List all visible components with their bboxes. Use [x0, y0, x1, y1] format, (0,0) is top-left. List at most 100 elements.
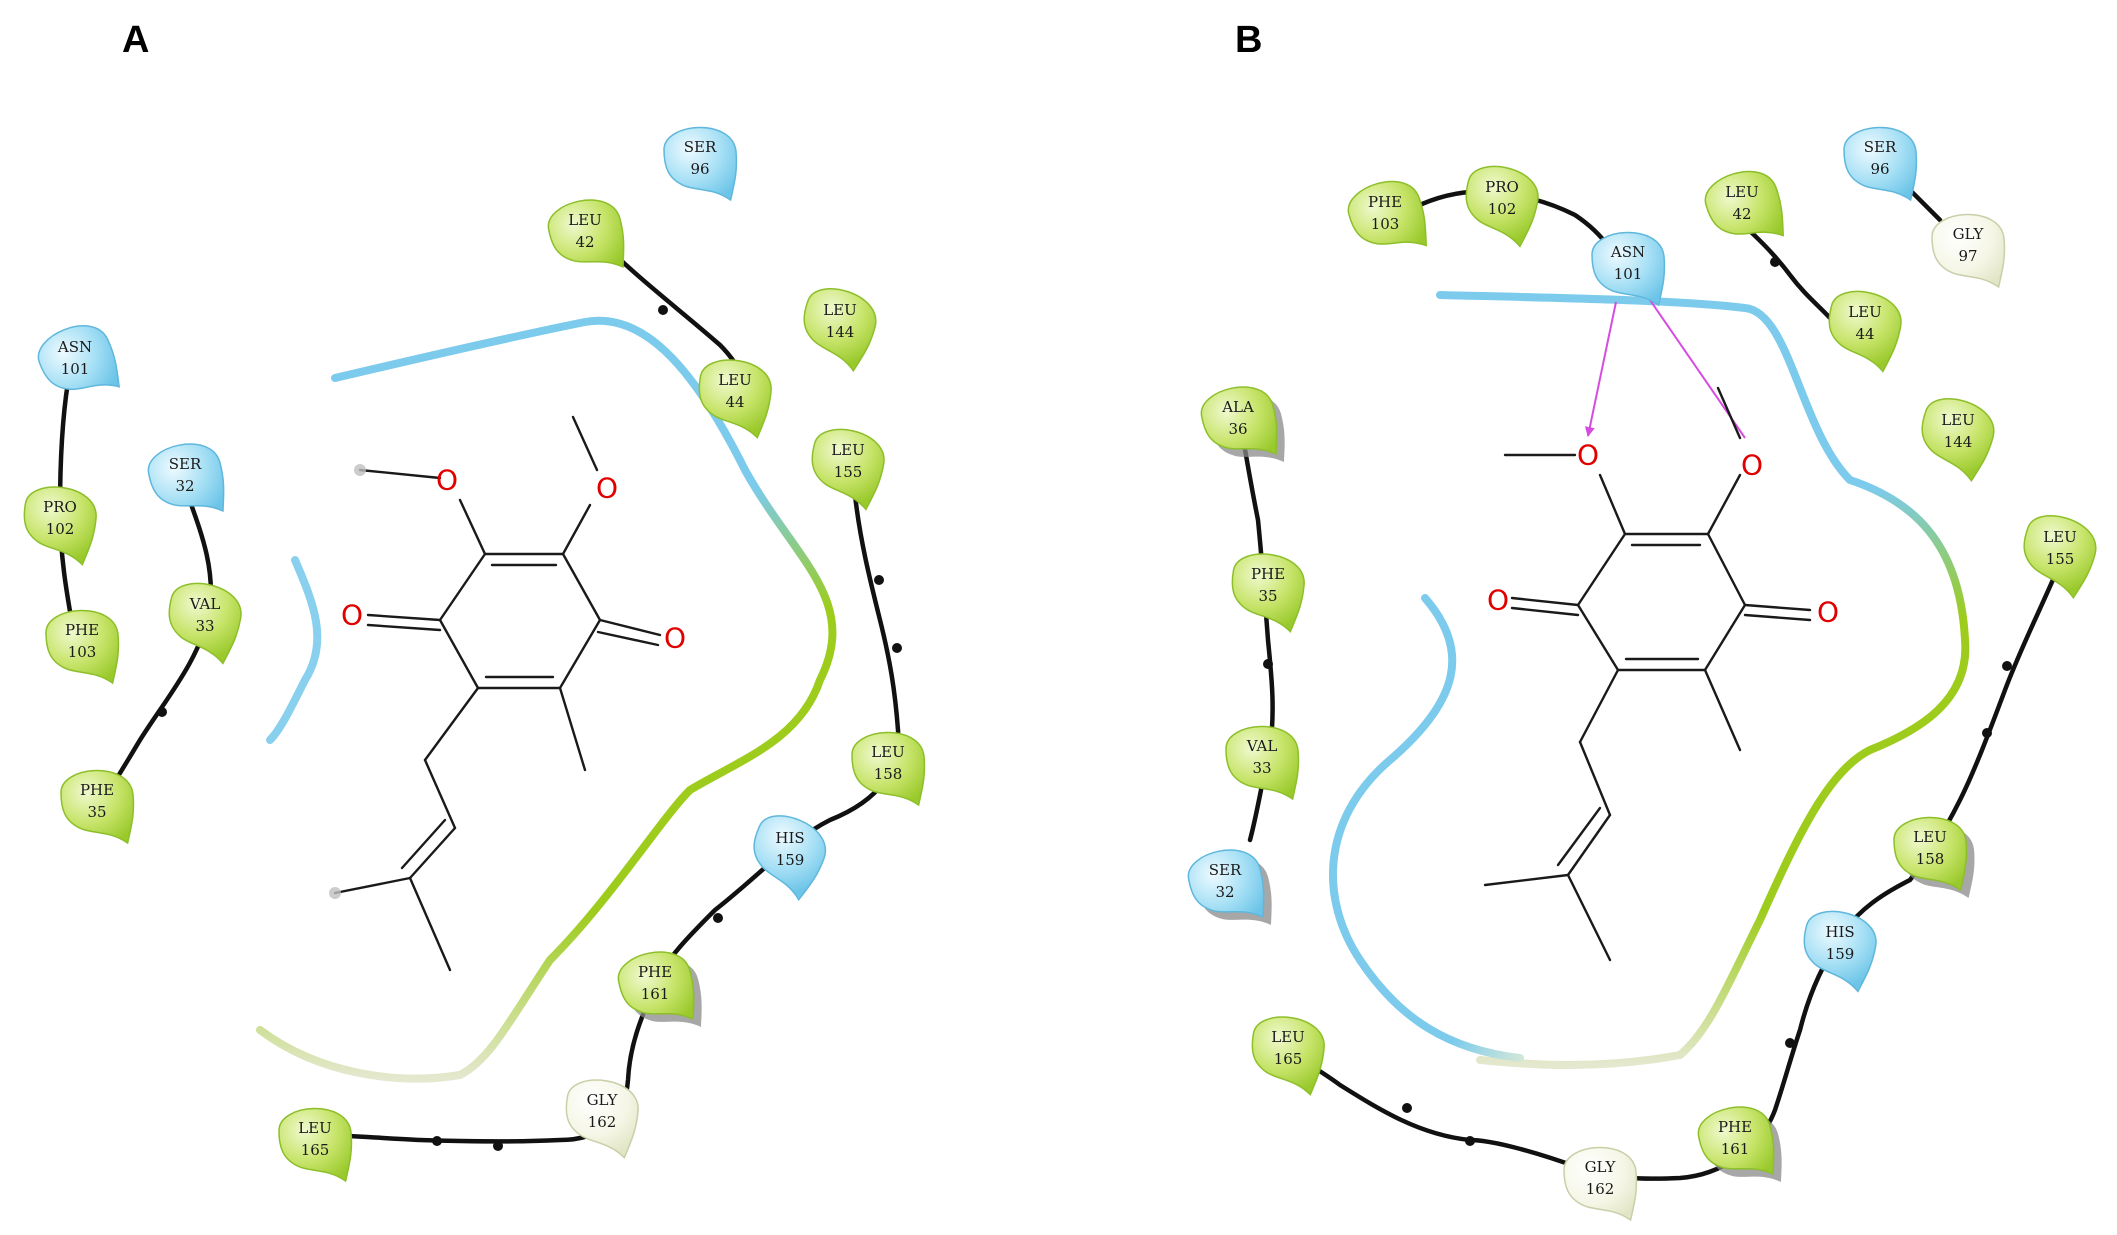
residue-bubble [698, 359, 772, 439]
residue-bubble [1200, 386, 1278, 456]
residue-number: 36 [1228, 420, 1247, 438]
pocket-surface-a-inner [266, 556, 322, 744]
chain-b-leu42-leu44 [1735, 217, 1833, 321]
oxygen-a-3: O [341, 599, 363, 632]
oxygen-a-1: O [436, 464, 458, 497]
residue-number: 144 [826, 323, 855, 341]
pocket-surface-b-left [1328, 594, 1524, 1062]
residue-leu-42: LEU 42 [1704, 170, 1785, 237]
residue-bubble [663, 126, 738, 202]
residue-name: PHE [1251, 565, 1285, 583]
residue-bubble [2023, 514, 2097, 600]
residue-ser-32: SER 32 [1187, 849, 1272, 926]
residue-bubble [565, 1079, 639, 1159]
residue-leu-158: LEU 158 [1893, 816, 1975, 898]
residue-bubble [753, 815, 827, 902]
residue-bubble [811, 428, 885, 511]
residue-gly-97: GLY 97 [1931, 213, 2006, 289]
residue-name: VAL [189, 595, 221, 613]
residue-name: LEU [2043, 528, 2077, 546]
chain-a-ser-val-phe [97, 487, 214, 808]
residue-name: LEU [1941, 411, 1975, 429]
residue-leu-42: LEU 42 [547, 199, 625, 269]
residue-name: SER [1864, 138, 1897, 156]
residue-number: 103 [1371, 215, 1400, 233]
residue-bubble [1893, 816, 1968, 892]
residue-bubble [278, 1107, 353, 1183]
residues-a: SER96LEU42LEU144LEU44ASN101PRO102PHE103S… [23, 126, 926, 1183]
hbond-arrow-b-1 [1584, 301, 1617, 437]
residue-ser-96: SER 96 [663, 126, 738, 202]
residue-bubble [1697, 1106, 1775, 1176]
residue-number: 103 [68, 643, 97, 661]
residue-name: ALA [1221, 398, 1254, 416]
residue-bubble [1465, 165, 1539, 248]
pocket-surface-a [256, 316, 837, 1083]
residue-name: SER [1209, 861, 1242, 879]
residue-name: LEU [823, 301, 857, 319]
residue-number: 161 [641, 985, 670, 1003]
residue-name: GLY [587, 1091, 619, 1109]
panel-b: B [1187, 19, 2097, 1222]
residue-number: 33 [1252, 759, 1271, 777]
residue-name: PHE [80, 781, 114, 799]
residue-name: HIS [1825, 923, 1854, 941]
residue-bubble [1803, 910, 1877, 993]
panel-label-a: A [122, 19, 149, 61]
residue-bubble [803, 287, 877, 373]
residue-pro-102: PRO 102 [23, 486, 97, 566]
residue-phe-161: PHE 161 [617, 951, 702, 1028]
oxygen-a-2: O [596, 472, 618, 505]
residue-number: 158 [1916, 850, 1945, 868]
residue-number: 32 [175, 477, 194, 495]
residue-number: 97 [1958, 247, 1977, 265]
panel-a: A [23, 19, 926, 1183]
residue-number: 158 [874, 765, 903, 783]
residue-bubble [1225, 725, 1300, 801]
chain-b-c-term [1287, 572, 2058, 1181]
residue-name: VAL [1246, 737, 1278, 755]
residue-number: 42 [575, 233, 594, 251]
residue-number: 159 [776, 851, 805, 869]
residue-name: PRO [43, 498, 77, 516]
oxygen-a-4: O [664, 622, 686, 655]
residue-name: LEU [1913, 828, 1947, 846]
residue-name: SER [684, 138, 717, 156]
residue-number: 96 [1870, 160, 1889, 178]
residue-number: 101 [1614, 265, 1643, 283]
residue-bubble [23, 486, 97, 566]
residue-number: 32 [1215, 883, 1234, 901]
residue-name: LEU [1725, 183, 1759, 201]
residue-bubble [168, 582, 242, 665]
residue-name: LEU [568, 211, 602, 229]
residue-name: GLY [1953, 225, 1985, 243]
residue-bubble [1231, 553, 1305, 633]
residue-bubble [1591, 231, 1666, 307]
residue-name: PHE [638, 963, 672, 981]
residue-ser-96: SER 96 [1843, 126, 1918, 202]
residue-number: 165 [1274, 1050, 1303, 1068]
residue-bubble [1843, 126, 1918, 202]
residue-number: 102 [1488, 200, 1517, 218]
residue-number: 96 [690, 160, 709, 178]
residue-ala-36: ALA 36 [1200, 386, 1285, 463]
residue-bubble [147, 443, 225, 513]
residue-number: 102 [46, 520, 75, 538]
oxygen-b-3: O [1487, 584, 1509, 617]
residue-name: SER [169, 455, 202, 473]
residue-number: 44 [1855, 325, 1874, 343]
residue-bubble [1187, 849, 1265, 919]
residue-number: 42 [1732, 205, 1751, 223]
